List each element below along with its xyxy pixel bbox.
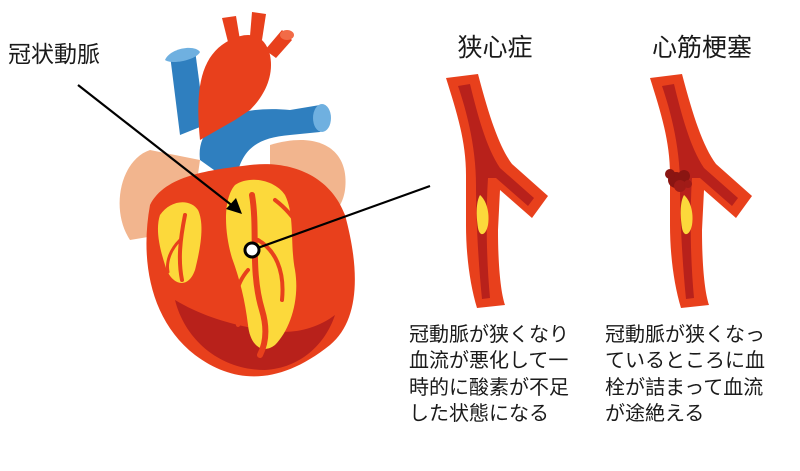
aorta-branch-2 (250, 12, 266, 40)
callout-line (243, 184, 431, 259)
aorta (198, 35, 271, 140)
infarction-artery-illustration (650, 74, 752, 308)
pointer-arrow (77, 84, 242, 214)
aorta-branch-3-top (280, 30, 294, 40)
callout-marker (243, 241, 261, 259)
vena-cava-left (170, 50, 205, 135)
angina-artery-outer (446, 74, 548, 308)
infarction-description-line: 冠動脈が狭くなっ (605, 322, 765, 346)
angina-artery-illustration (446, 74, 548, 308)
angina-description-line: した状態になる (409, 401, 549, 425)
infarction-artery-inner (662, 84, 738, 299)
coronary-fat (226, 179, 297, 349)
infarction-title: 心筋梗塞 (652, 33, 752, 62)
vena-cava-left-top (165, 47, 200, 63)
angina-panel: 狭心症 冠動脈が狭くなり 血流が悪化して一 時的に酸素が不足 した状態になる (409, 33, 569, 425)
pulmonary-artery (199, 105, 328, 185)
angina-description-line: 冠動脈が狭くなり (409, 322, 569, 346)
infarction-description-line: 栓が詰まって血流 (605, 375, 763, 399)
infarction-description: 冠動脈が狭くなっ ているところに血 栓が詰まって血流 が途絶える (605, 322, 765, 425)
infarction-description-line: ているところに血 (605, 348, 765, 372)
angina-description-line: 血流が悪化して一 (409, 348, 568, 372)
angina-title: 狭心症 (457, 33, 532, 62)
angina-plaque (476, 195, 489, 235)
angina-description-line: 時的に酸素が不足 (409, 375, 569, 399)
pulmonary-opening (313, 104, 331, 132)
coronary-arteries (166, 192, 320, 358)
coronary-artery-label: 冠状動脈 (8, 42, 100, 68)
infarction-panel: 心筋梗塞 冠動脈が狭くなっ ているところに血 栓が詰まって血流 が途絶える (605, 33, 765, 425)
angina-description: 冠動脈が狭くなり 血流が悪化して一 時的に酸素が不足 した状態になる (409, 322, 569, 425)
infarction-artery-outer (650, 74, 752, 308)
blood-clot-icon (665, 169, 692, 192)
aorta-branch-1 (222, 16, 240, 42)
heart-illustration (119, 12, 355, 377)
infarction-plaque (680, 195, 693, 235)
angina-artery-inner (458, 84, 534, 299)
infarction-description-line: が途絶える (605, 401, 704, 425)
